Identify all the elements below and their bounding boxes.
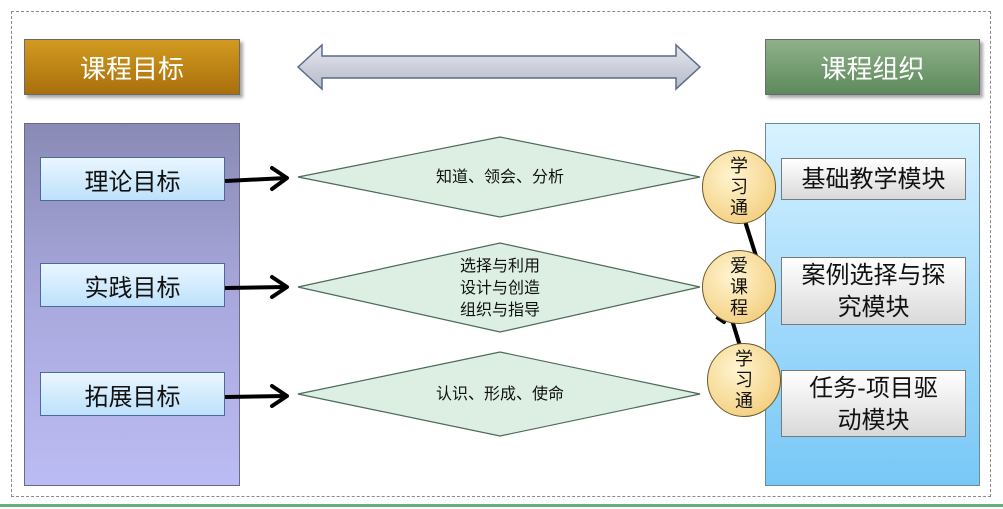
connector-line-upper <box>742 216 758 258</box>
competency-line: 设计与创造 <box>459 277 540 297</box>
platform-char: 通 <box>735 390 753 412</box>
module-label-line: 案例选择与探 <box>801 261 946 289</box>
platform-char: 通 <box>730 197 748 219</box>
platform-char: 课 <box>730 276 748 298</box>
module-label: 基础教学模块 <box>801 165 946 193</box>
goal-label: 理论目标 <box>84 167 181 196</box>
arrow-theory <box>224 166 289 191</box>
goal-practice: 实践目标 <box>40 263 225 307</box>
bottom-accent-line <box>0 504 1003 507</box>
platform-char: 爱 <box>730 255 748 277</box>
competency-extension: 认识、形成、使命 <box>300 352 700 436</box>
diamond-extension <box>297 351 701 437</box>
platform-char: 学 <box>735 348 753 370</box>
course-organization-header: 课程组织 <box>765 39 980 95</box>
dashed-frame <box>11 11 991 497</box>
course-goals-header-label: 课程目标 <box>79 54 184 85</box>
competency-line: 知道、领会、分析 <box>435 167 564 186</box>
platform-char: 习 <box>735 369 753 391</box>
goal-label: 拓展目标 <box>84 382 181 411</box>
module-label-line: 究模块 <box>837 293 910 321</box>
course-goals-header: 课程目标 <box>24 39 240 95</box>
competency-line: 选择与利用 <box>459 255 540 275</box>
platform-char: 学 <box>730 155 748 177</box>
platform-aikecheng: 爱 课 程 <box>702 250 776 324</box>
course-organization-header-label: 课程组织 <box>820 54 925 85</box>
module-basic-teaching: 基础教学模块 <box>781 158 966 200</box>
diamond-practice <box>297 242 701 333</box>
competency-line: 认识、形成、使命 <box>435 384 564 403</box>
goal-label: 实践目标 <box>84 273 181 302</box>
platform-char: 习 <box>730 176 748 198</box>
platform-xuexitong-top: 学 习 通 <box>702 150 776 224</box>
competency-practice: 选择与利用 设计与创造 组织与指导 <box>300 243 700 332</box>
module-task-project: 任务-项目驱 动模块 <box>781 370 966 437</box>
goal-theory: 理论目标 <box>40 157 225 201</box>
module-label-line: 任务-项目驱 <box>809 373 938 402</box>
competency-theory: 知道、领会、分析 <box>300 137 700 217</box>
platform-char: 程 <box>730 297 748 319</box>
double-arrow <box>296 43 702 91</box>
connector-line-lower <box>730 318 742 348</box>
competency-line: 组织与指导 <box>459 299 540 319</box>
diamond-theory <box>297 136 701 218</box>
goal-extension: 拓展目标 <box>40 372 225 416</box>
arrow-extension <box>224 384 289 408</box>
platform-xuexitong-bottom: 学 习 通 <box>707 343 781 417</box>
arrow-practice <box>224 275 289 299</box>
module-case-inquiry: 案例选择与探 究模块 <box>781 257 966 325</box>
module-label-line: 动模块 <box>837 405 910 434</box>
